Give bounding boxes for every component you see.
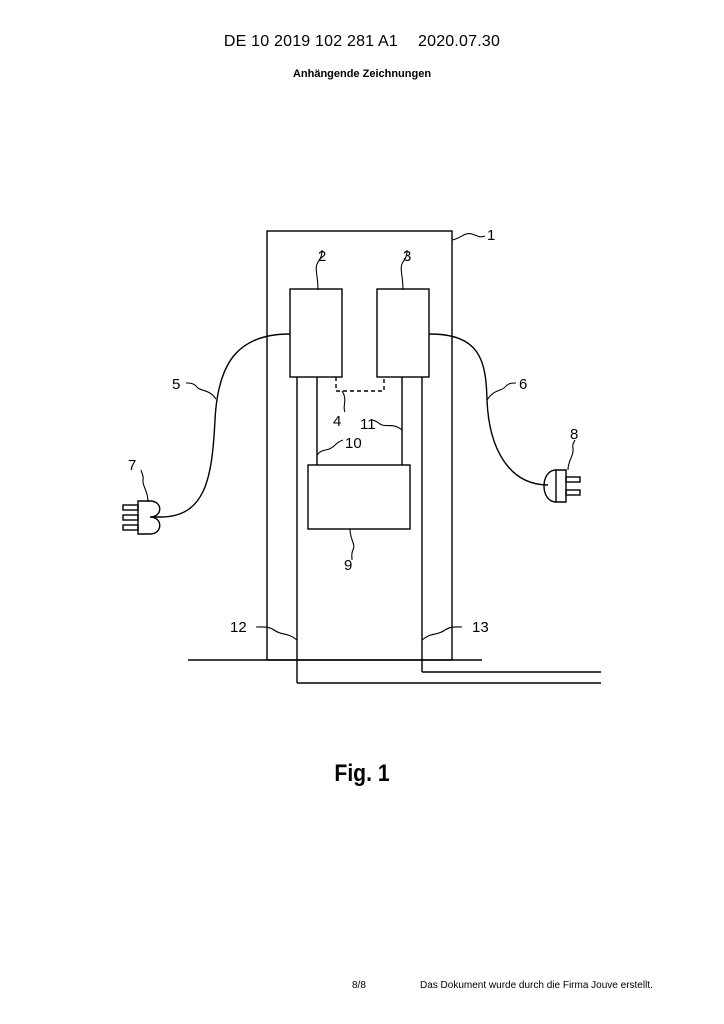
plug-8-icon <box>544 470 580 502</box>
ref-5: 5 <box>172 376 180 393</box>
ref-7: 7 <box>128 457 136 474</box>
connection-4 <box>336 377 384 391</box>
ref-3: 3 <box>403 248 411 265</box>
footer-note: Das Dokument wurde durch die Firma Jouve… <box>420 980 653 991</box>
figure-caption: Fig. 1 <box>43 760 680 788</box>
ref-4: 4 <box>333 413 341 430</box>
unit-9 <box>308 465 410 529</box>
ref-12: 12 <box>230 619 247 636</box>
ref-11: 11 <box>360 416 376 433</box>
plug-7-icon <box>123 501 160 534</box>
ref-9: 9 <box>344 557 352 574</box>
footer-page-number: 8/8 <box>352 980 366 991</box>
cable-6 <box>429 334 548 485</box>
ref-10: 10 <box>345 435 362 452</box>
reference-numerals: 1 2 3 4 5 6 7 8 9 10 11 12 13 <box>128 227 578 636</box>
ref-6: 6 <box>519 376 527 393</box>
ref-1: 1 <box>487 227 495 244</box>
unit-3 <box>377 289 429 377</box>
ref-8: 8 <box>570 426 578 443</box>
ref-2: 2 <box>318 248 326 265</box>
ref-13: 13 <box>472 619 489 636</box>
cable-5 <box>160 334 290 517</box>
unit-2 <box>290 289 342 377</box>
